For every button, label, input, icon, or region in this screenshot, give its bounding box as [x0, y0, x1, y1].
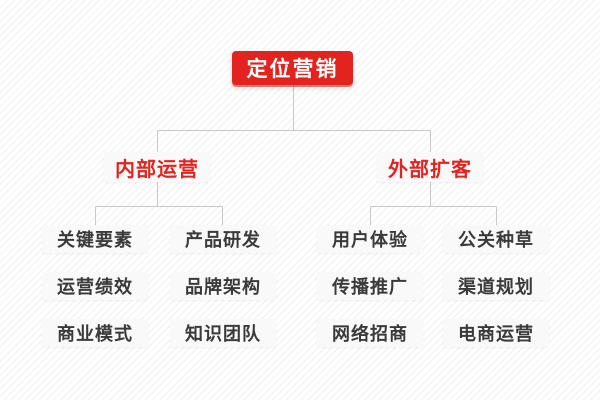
leaf-node-user-experience: 用户体验	[317, 225, 423, 253]
leaf-node-knowledge-team: 知识团队	[170, 319, 276, 347]
branch-node-external-expansion: 外部扩客	[377, 152, 483, 182]
leaf-node-brand-architecture: 品牌架构	[170, 272, 276, 300]
leaf-node-ecommerce-operation: 电商运营	[443, 319, 549, 347]
leaf-node-channel-planning: 渠道规划	[443, 272, 549, 300]
leaf-node-key-elements: 关键要素	[42, 225, 148, 253]
leaf-node-promotion: 传播推广	[317, 272, 423, 300]
leaf-node-product-rd: 产品研发	[170, 225, 276, 253]
connector-branch-left-to-leaves	[95, 182, 223, 225]
leaf-node-pr-seeding: 公关种草	[443, 225, 549, 253]
leaf-node-operation-kpi: 运营绩效	[42, 272, 148, 300]
leaf-node-business-model: 商业模式	[42, 319, 148, 347]
branch-node-internal-operations: 内部运营	[104, 152, 210, 182]
leaf-node-online-recruitment: 网络招商	[317, 319, 423, 347]
connector-root-to-branches	[157, 85, 431, 152]
connector-branch-right-to-leaves	[370, 182, 497, 225]
root-node-positioning-marketing: 定位营销	[232, 51, 353, 85]
